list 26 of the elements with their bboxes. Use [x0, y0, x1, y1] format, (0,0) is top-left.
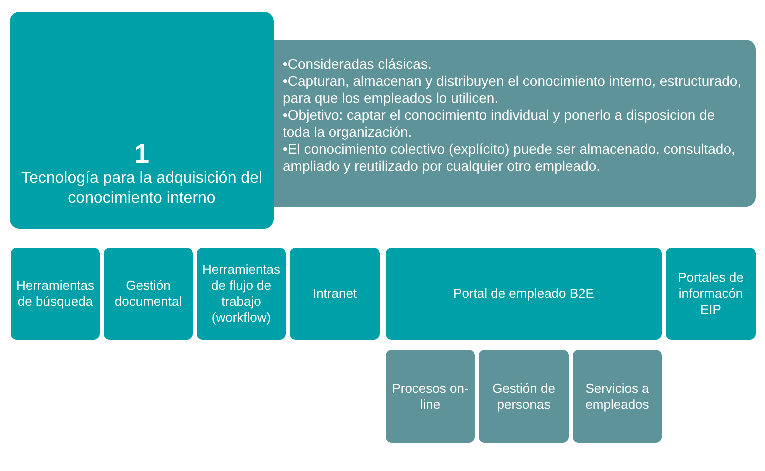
topic-number: 1	[134, 139, 150, 169]
sub-item-card	[479, 350, 569, 443]
sub-item-label: Gestión de personas	[492, 380, 556, 412]
bullet-text: •Consideradas clásicas.	[283, 56, 433, 73]
bullet-text: •Capturan, almacenan y distribuyen el conocimiento interno, estructurado, para que los empleados lo utilicen.	[283, 73, 743, 107]
tool-card	[11, 248, 100, 340]
sub-item-card	[386, 350, 475, 443]
bullet-text: •Objetivo: captar el conocimiento individual y ponerlo a disposicion de toda la organización.	[283, 107, 716, 141]
topic-card	[10, 12, 274, 229]
tool-card	[666, 248, 756, 340]
sub-item-label: Servicios a empleados	[584, 380, 650, 412]
tool-label: Portales de informacón EIP	[677, 270, 745, 318]
sub-item-card	[573, 350, 662, 443]
tool-label: Portal de empleado B2E	[454, 286, 594, 302]
tool-card	[290, 248, 380, 340]
tool-label: Intranet	[312, 286, 358, 302]
sub-item-label: Procesos on-line	[391, 380, 470, 412]
tool-card	[197, 248, 286, 340]
bullet-text: •El conocimiento colectivo (explícito) puede ser almacenado. consultado, ampliado y reutilizado por cualquier otro empleado.	[283, 141, 736, 175]
tool-label: Gestión documental	[114, 278, 184, 310]
tool-card	[104, 248, 193, 340]
topic-title: Tecnología para la adquisición del conocimiento interno	[20, 169, 264, 209]
description-panel	[274, 40, 756, 207]
tool-label: Herramientas de flujo de trabajo (workflow)	[201, 262, 282, 326]
tool-label: Herramientas de búsqueda	[15, 278, 96, 310]
tool-card	[386, 248, 662, 340]
